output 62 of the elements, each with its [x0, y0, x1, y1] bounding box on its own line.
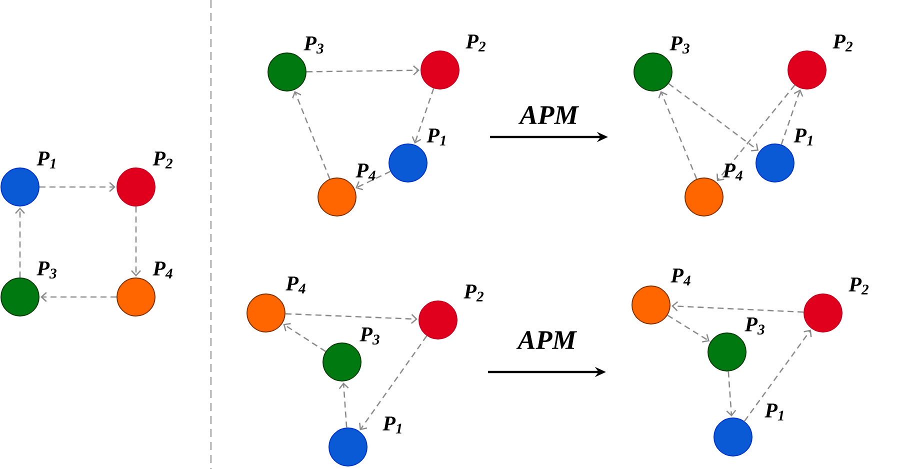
arrow	[285, 313, 418, 324]
point-label: P$_{2}$	[832, 34, 852, 52]
arrow	[131, 206, 141, 276]
point-circle	[246, 294, 286, 332]
point-circle	[116, 168, 156, 206]
arrow	[15, 208, 25, 278]
point-circle	[714, 418, 752, 456]
point-circle	[268, 52, 306, 92]
arrow	[658, 90, 698, 180]
arrow	[716, 84, 796, 182]
point-label: P$_{3}$	[304, 36, 324, 54]
point-circle	[756, 144, 794, 182]
point-circle	[328, 428, 368, 466]
point-circle	[804, 294, 842, 332]
point-label: P$_{4}$	[670, 268, 690, 286]
arrow	[780, 89, 804, 145]
point-circle	[116, 278, 156, 316]
point-circle	[788, 50, 826, 90]
arrow	[726, 371, 736, 417]
point-label: P$_{4}$	[722, 164, 742, 180]
point-circle	[0, 278, 40, 316]
point-circle	[684, 178, 724, 216]
point-circle	[318, 178, 356, 216]
point-label: P$_{2}$	[152, 152, 172, 168]
point-circle	[418, 300, 458, 340]
point-label: P$_{1}$	[794, 128, 812, 146]
point-label: P$_{1}$	[764, 404, 784, 420]
point-label: P$_{2}$	[464, 284, 484, 302]
point-circle	[0, 168, 40, 206]
arrow	[292, 91, 330, 180]
arrow	[668, 83, 759, 152]
arrow	[744, 330, 812, 422]
arrow	[356, 170, 391, 190]
point-circle	[388, 144, 428, 182]
arrow	[667, 314, 710, 343]
point-label: P$_{4}$	[286, 276, 306, 294]
point-label: P$_{1}$	[426, 128, 446, 146]
arrow	[412, 88, 434, 144]
point-label: P$_{3}$	[744, 318, 764, 334]
point-label: P$_{3}$	[670, 36, 690, 54]
arrow	[40, 292, 116, 302]
point-circle	[708, 332, 746, 372]
arrow	[283, 322, 326, 352]
transform-label: APM	[516, 331, 578, 349]
point-circle	[634, 52, 672, 92]
transform-label: APM	[518, 106, 580, 124]
point-circle	[420, 50, 460, 90]
arrow	[671, 301, 804, 313]
arrow	[338, 382, 349, 428]
point-label: P$_{3}$	[360, 328, 380, 344]
point-label: P$_{1}$	[382, 416, 402, 434]
arrow	[306, 65, 420, 76]
point-label: P$_{2}$	[848, 278, 868, 294]
arrow	[358, 336, 428, 430]
point-label: P$_{2}$	[466, 34, 486, 52]
point-circle	[632, 286, 670, 324]
point-circle	[322, 342, 362, 382]
point-label: P$_{3}$	[36, 262, 56, 278]
point-label: P$_{4}$	[356, 164, 376, 180]
arrow	[40, 182, 116, 192]
point-label: P$_{1}$	[36, 152, 56, 168]
point-label: P$_{4}$	[152, 262, 172, 278]
